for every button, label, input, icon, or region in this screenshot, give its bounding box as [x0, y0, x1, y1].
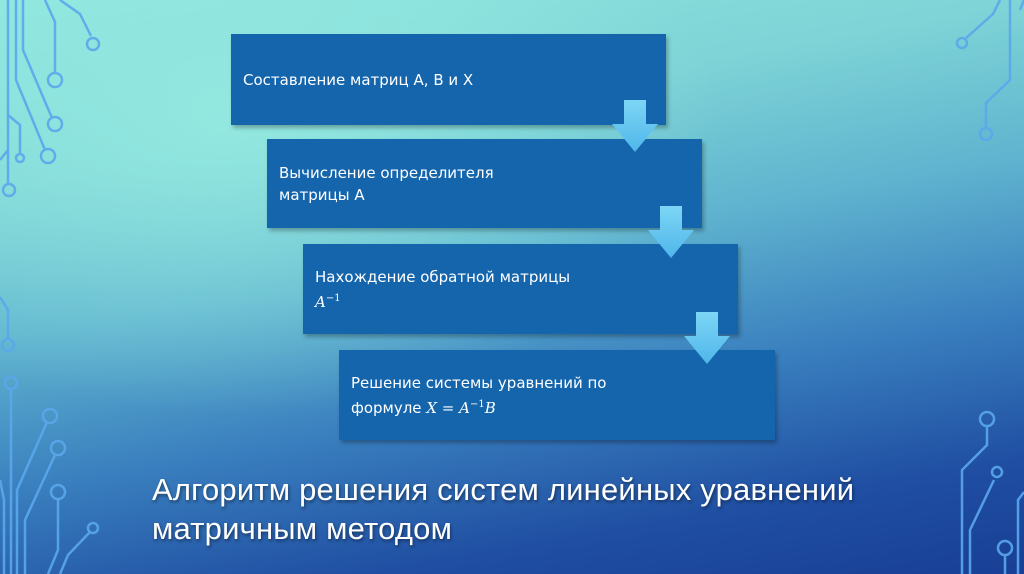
flow-step-2-text: Вычисление определителя матрицы А	[279, 163, 494, 204]
slide-title-line2: матричным методом	[152, 511, 453, 546]
down-arrow-icon	[684, 312, 730, 364]
down-arrow-icon	[612, 100, 658, 152]
flow-step-1-text: Составление матриц А, В и Х	[243, 70, 474, 89]
flow-step-4-line1: Решение системы уравнений по	[351, 373, 607, 392]
flow-step-2: Вычисление определителя матрицы А	[267, 139, 702, 228]
flow-step-4-text: Решение системы уравнений по формуле X = …	[351, 372, 606, 419]
down-arrow-icon	[648, 206, 694, 258]
solution-formula: X = A−1B	[426, 398, 496, 417]
slide-title: Алгоритм решения систем линейных уравнен…	[152, 470, 854, 548]
flow-step-1: Составление матриц А, В и Х	[231, 34, 666, 125]
slide-title-line1: Алгоритм решения систем линейных уравнен…	[152, 472, 855, 507]
flow-step-4-line2: формуле	[351, 398, 427, 417]
inverse-matrix-formula: A−1	[315, 292, 341, 311]
flow-step-3-line1: Нахождение обратной матрицы	[315, 267, 571, 286]
flow-step-4: Решение системы уравнений по формуле X = …	[339, 350, 775, 440]
